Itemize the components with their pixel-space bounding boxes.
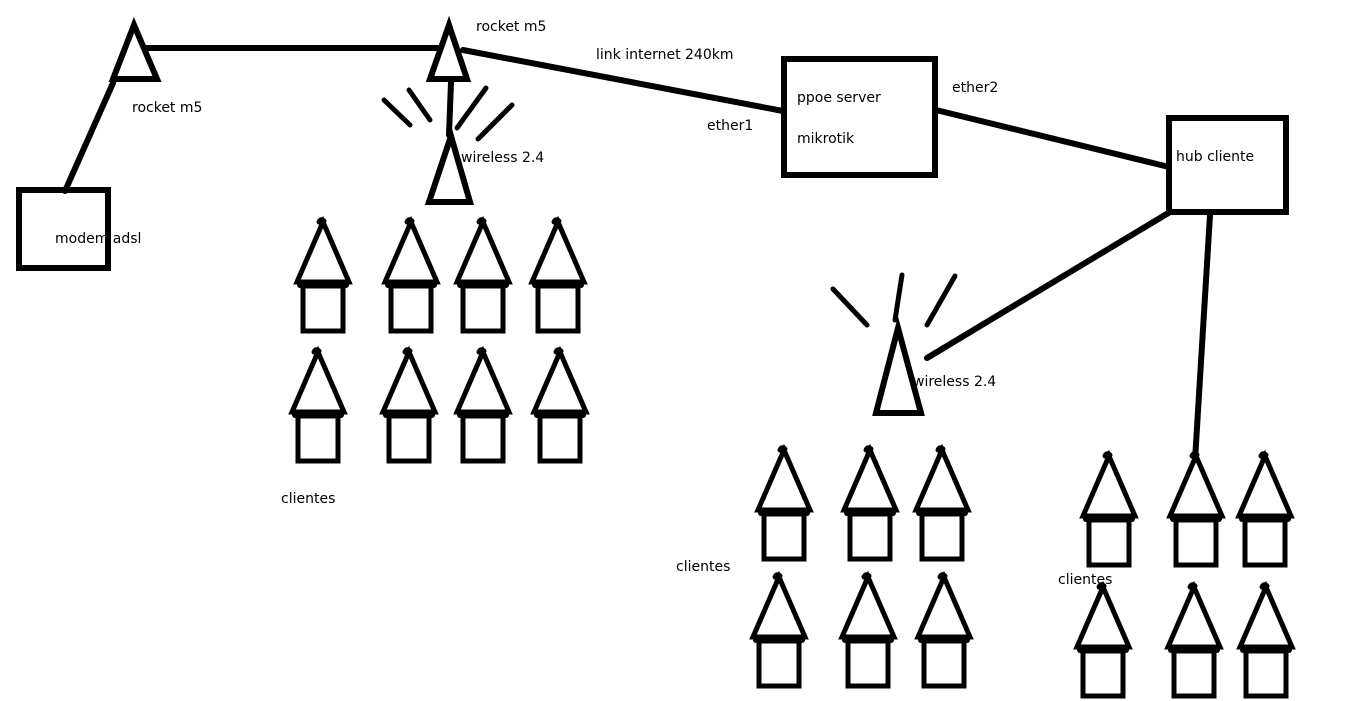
pppoe-server-box <box>781 56 938 178</box>
internet-link-label: link internet 240km <box>596 47 733 63</box>
client-house-icon <box>914 570 974 689</box>
link-hub-clients-right <box>1192 212 1213 463</box>
mikrotik-label: mikrotik <box>797 131 855 147</box>
client-house-icon <box>1235 449 1295 568</box>
link-ether2-hub <box>933 107 1172 170</box>
rocket-left-label: rocket m5 <box>132 100 202 116</box>
client-house-icon <box>1079 449 1139 568</box>
client-group-middle-label: clientes <box>676 559 730 575</box>
wireless-left-antenna-icon <box>381 85 515 205</box>
modem-adsl-label: modem adsl <box>55 231 141 247</box>
client-group-left <box>288 215 590 464</box>
wireless-right-signal-waves <box>830 272 958 328</box>
client-group-left-label: clientes <box>281 491 335 507</box>
link-modem-rocket-left <box>62 80 116 194</box>
ether2-label: ether2 <box>952 80 998 96</box>
client-house-icon <box>381 215 441 334</box>
client-house-icon <box>1073 580 1133 699</box>
client-house-icon <box>530 345 590 464</box>
client-house-icon <box>293 215 353 334</box>
rocket-right-label: rocket m5 <box>476 19 546 35</box>
client-group-middle <box>749 443 974 689</box>
client-house-icon <box>754 443 814 562</box>
client-house-icon <box>1236 580 1296 699</box>
wireless-right-label: wireless 2.4 <box>913 374 996 390</box>
modem-adsl-box <box>16 187 111 271</box>
client-house-icon <box>1164 580 1224 699</box>
wireless-left-label: wireless 2.4 <box>461 150 544 166</box>
client-house-icon <box>838 570 898 689</box>
link-rocket-right-wireless-left <box>446 79 454 138</box>
client-house-icon <box>453 215 513 334</box>
client-house-icon <box>379 345 439 464</box>
client-group-right <box>1073 449 1296 699</box>
client-house-icon <box>453 345 513 464</box>
wireless-left-signal-waves <box>381 85 515 142</box>
client-house-icon <box>1166 449 1226 568</box>
hub-cliente-box <box>1166 115 1289 215</box>
pppoe-server-label: ppoe server <box>797 90 881 106</box>
link-hub-wireless-right <box>924 209 1173 361</box>
links <box>62 45 1213 463</box>
ether1-label: ether1 <box>707 118 753 134</box>
client-house-icon <box>840 443 900 562</box>
client-group-right-label: clientes <box>1058 572 1112 588</box>
client-house-icon <box>912 443 972 562</box>
client-house-icon <box>749 570 809 689</box>
wireless-right-antenna-icon <box>830 272 958 416</box>
rocket-left-antenna-icon <box>108 17 162 82</box>
link-internet-240km <box>460 47 786 114</box>
hub-cliente-label: hub cliente <box>1176 149 1254 165</box>
rocket-right-antenna-icon <box>425 15 472 82</box>
client-house-icon <box>528 215 588 334</box>
client-house-icon <box>288 345 348 464</box>
